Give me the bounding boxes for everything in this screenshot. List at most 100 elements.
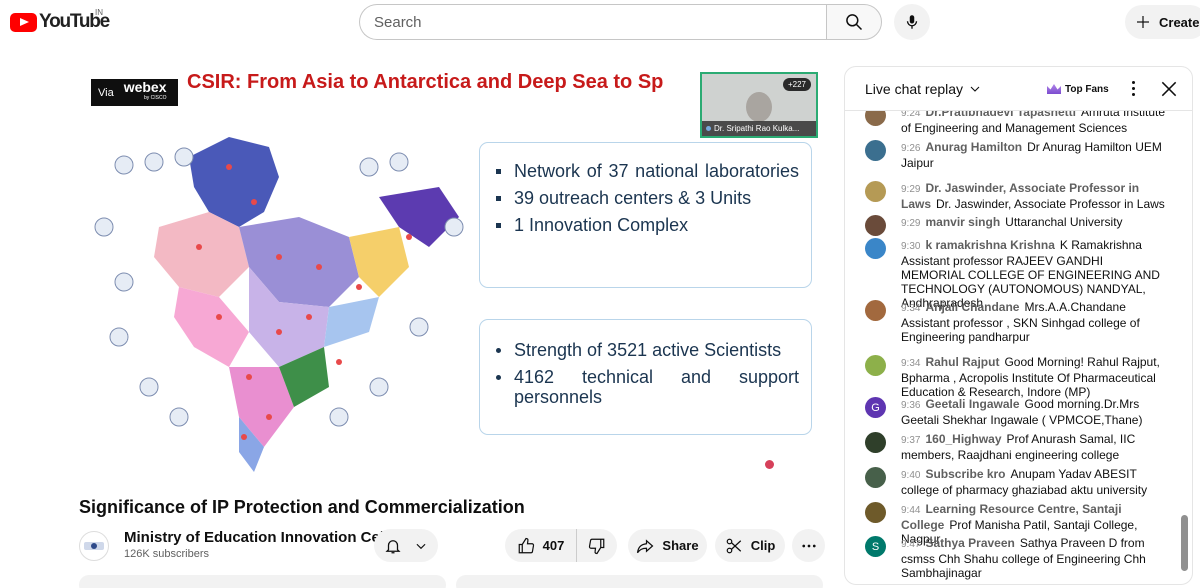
notifications-button[interactable] (374, 529, 438, 562)
channel-logo-icon (84, 542, 104, 550)
chat-avatar[interactable] (865, 215, 886, 236)
chat-avatar[interactable] (865, 432, 886, 453)
chat-timestamp: 9:47 (901, 539, 921, 550)
more-horizontal-icon (801, 544, 816, 547)
dislike-button[interactable] (577, 529, 617, 562)
chat-message-text: Uttaranchal University (1005, 215, 1123, 229)
create-label: Create (1159, 14, 1200, 30)
chat-header: Live chat replay Top Fans (845, 67, 1192, 111)
map-northwest (154, 212, 249, 297)
map-coast-east (324, 297, 379, 347)
slide-box-labs: Network of 37 national laboratories 39 o… (479, 142, 812, 288)
webex-by-text: by CISCO (144, 94, 167, 101)
lab-logos (94, 147, 464, 427)
live-chat-panel: Live chat replay Top Fans 9:24 Dr.Pratibh… (844, 66, 1193, 585)
chat-timestamp: 9:37 (901, 435, 921, 446)
map-south-1 (229, 367, 294, 447)
presenter-camera: +227 Dr. Sripathi Rao Kulka... (700, 72, 818, 138)
chat-author-name[interactable]: Anjali Chandane (925, 300, 1020, 314)
chat-timestamp: 9:24 (901, 111, 921, 119)
chat-message-text: Prof Manisha Patil, Santaji College, Nag… (901, 518, 1138, 546)
voice-search-button[interactable] (894, 4, 930, 40)
slide-bullet: 39 outreach centers & 3 Units (494, 188, 799, 208)
youtube-logo[interactable]: YouTube (10, 11, 110, 33)
chat-avatar[interactable] (865, 355, 886, 376)
chat-author-name[interactable]: Learning Resource Centre, Santaji Colleg… (901, 502, 1122, 532)
chat-mode-dropdown[interactable]: Live chat replay (865, 81, 981, 97)
map-east (349, 227, 409, 297)
search-input[interactable] (359, 4, 826, 40)
chat-avatar[interactable] (865, 467, 886, 488)
comments-card[interactable] (456, 575, 823, 588)
chat-author-name[interactable]: 160_Highway (925, 432, 1002, 446)
map-north (189, 137, 279, 227)
chat-author-name[interactable]: Geetali Ingawale (925, 397, 1020, 411)
description-card[interactable] (79, 575, 446, 588)
chat-message-text: Mrs.A.A.Chandane Assistant professor , S… (901, 300, 1140, 344)
search-button[interactable] (826, 4, 882, 40)
chat-avatar[interactable] (865, 300, 886, 321)
chat-avatar[interactable]: G (865, 397, 886, 418)
slide-box-staff: Strength of 3521 active Scientists 4162 … (479, 319, 812, 435)
share-icon (637, 538, 654, 553)
clip-button[interactable]: Clip (715, 529, 785, 562)
chat-author-name[interactable]: Dr. Jaswinder, Associate Professor in La… (901, 181, 1140, 211)
video-player[interactable]: Via webex by CISCO CSIR: From Asia to An… (79, 67, 823, 485)
chat-message-text: Sathya Praveen D from csmss Chh Shahu co… (901, 536, 1146, 580)
chat-scrollbar[interactable] (1181, 515, 1188, 571)
chat-message-text: Good morning.Dr.Mrs Geetali Shekhar Inga… (901, 397, 1143, 427)
chat-author-name[interactable]: Subscribe kro (925, 467, 1006, 481)
slide-bullet: Strength of 3521 active Scientists (494, 340, 799, 360)
more-actions-button[interactable] (792, 529, 825, 562)
participant-count: +227 (782, 78, 811, 91)
chevron-down-icon (416, 543, 426, 549)
presenter-name: Dr. Sripathi Rao Kulka... (702, 121, 816, 136)
mic-icon (906, 15, 918, 29)
slide-watermark-logo (765, 460, 774, 469)
chat-avatar[interactable] (865, 238, 886, 259)
share-label: Share (662, 538, 699, 553)
chat-author-name[interactable]: Dr.Pratibhadevi Tapashetti (925, 111, 1076, 119)
chat-avatar[interactable] (865, 181, 886, 202)
channel-avatar[interactable] (79, 531, 109, 561)
chat-avatar[interactable]: S (865, 536, 886, 557)
chat-timestamp: 9:34 (901, 358, 921, 369)
map-deccan (249, 267, 329, 367)
top-fans-label: Top Fans (1065, 83, 1109, 95)
logo-text: YouTube (39, 11, 110, 32)
search-icon (846, 14, 863, 31)
channel-name[interactable]: Ministry of Education Innovation Cell (124, 529, 389, 546)
chat-author-name[interactable]: Anurag Hamilton (925, 140, 1023, 154)
close-chat-button[interactable] (1159, 79, 1179, 99)
chat-avatar[interactable] (865, 111, 886, 126)
chat-menu-button[interactable] (1129, 79, 1137, 99)
like-button[interactable]: 407 (505, 529, 577, 562)
chat-timestamp: 9:34 (901, 303, 921, 314)
chat-message-text: K Ramakrishna Assistant professor RAJEEV… (901, 238, 1160, 310)
thumbs-down-icon (588, 538, 605, 554)
chat-author-name[interactable]: Sathya Praveen (925, 536, 1015, 550)
chat-author-name[interactable]: Rahul Rajput (925, 355, 1000, 369)
chat-timestamp: 9:44 (901, 505, 921, 516)
webex-brand-text: webex (123, 78, 167, 95)
chat-avatar[interactable] (865, 502, 886, 523)
chat-author-name[interactable]: k ramakrishna Krishna (925, 238, 1055, 252)
country-code: IN (95, 8, 103, 17)
chat-author-name[interactable]: manvir singh (925, 215, 1001, 229)
chat-avatar[interactable] (865, 140, 886, 161)
top-fans-badge[interactable]: Top Fans (1047, 80, 1109, 98)
share-button[interactable]: Share (628, 529, 707, 562)
india-map-illustration (94, 137, 464, 472)
create-button[interactable]: Create (1125, 5, 1200, 39)
